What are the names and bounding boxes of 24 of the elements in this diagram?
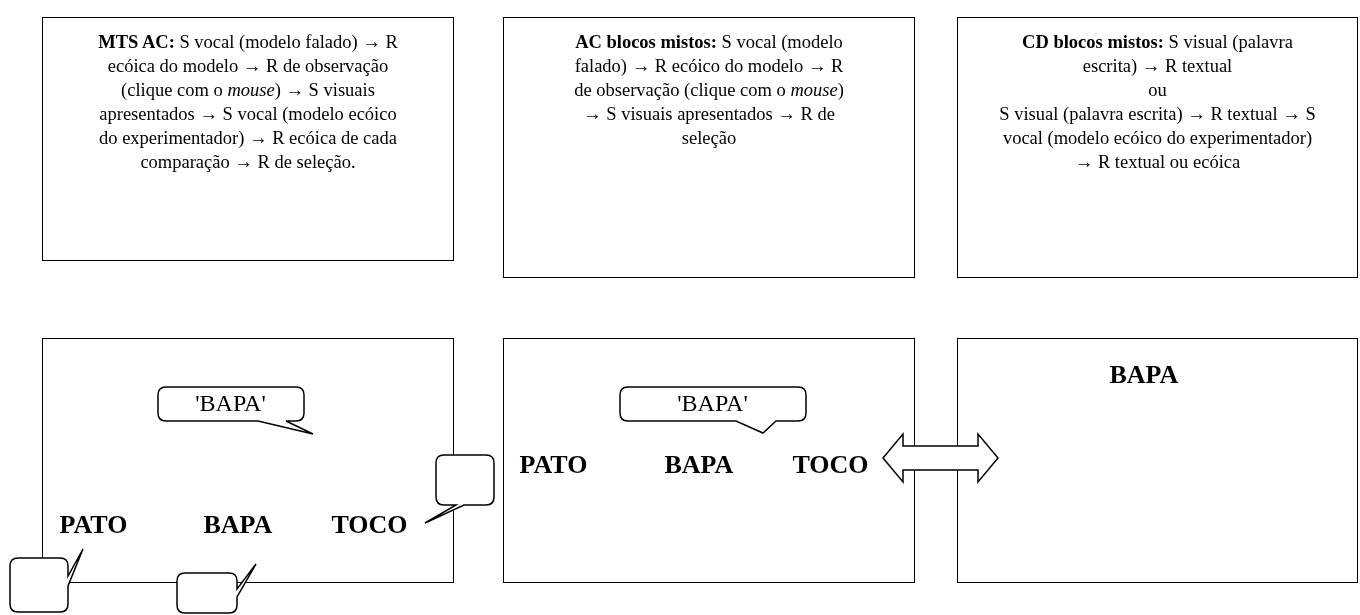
double-block-arrow <box>882 431 999 485</box>
stimulus-word: TOCO <box>331 509 408 539</box>
speech-text: 'BAPA' <box>676 389 749 418</box>
empty-speech-bubble <box>423 453 496 525</box>
procedure-box <box>42 17 454 261</box>
procedure-box <box>957 17 1358 278</box>
procedure-text: MTS AC: S vocal (modelo falado) → R ecóica do modelo → R de observação (clique com o mouse) → S visuais apresentados → S vocal (modelo ecóico do experimentador) → R ecóica de cada comparação → R de seleção. <box>97 31 399 174</box>
stimulus-word: BAPA <box>664 449 734 479</box>
stimulus-word: PATO <box>519 449 588 479</box>
speech-bubble <box>617 384 808 435</box>
empty-speech-bubble <box>9 547 87 613</box>
procedure-text: ou <box>1147 79 1168 102</box>
screen-panel <box>503 338 915 583</box>
empty-speech-bubble <box>176 562 258 615</box>
stimulus-word: TOCO <box>792 449 869 479</box>
procedure-text: S visual (palavra escrita) → R textual → S vocal (modelo ecóico do experimentador) → R textual ou ecóica <box>998 103 1317 174</box>
stimulus-word: BAPA <box>203 509 273 539</box>
screen-panel <box>957 338 1358 583</box>
procedure-box <box>503 17 915 278</box>
speech-text: 'BAPA' <box>194 389 267 418</box>
stimulus-word: PATO <box>59 509 128 539</box>
procedure-text: AC blocos mistos: S vocal (modelo falado) → R ecóico do modelo → R de observação (clique com o mouse) → S visuais apresentados → R de seleção <box>573 31 845 150</box>
stimulus-word: BAPA <box>1109 359 1179 389</box>
screen-panel <box>42 338 454 583</box>
